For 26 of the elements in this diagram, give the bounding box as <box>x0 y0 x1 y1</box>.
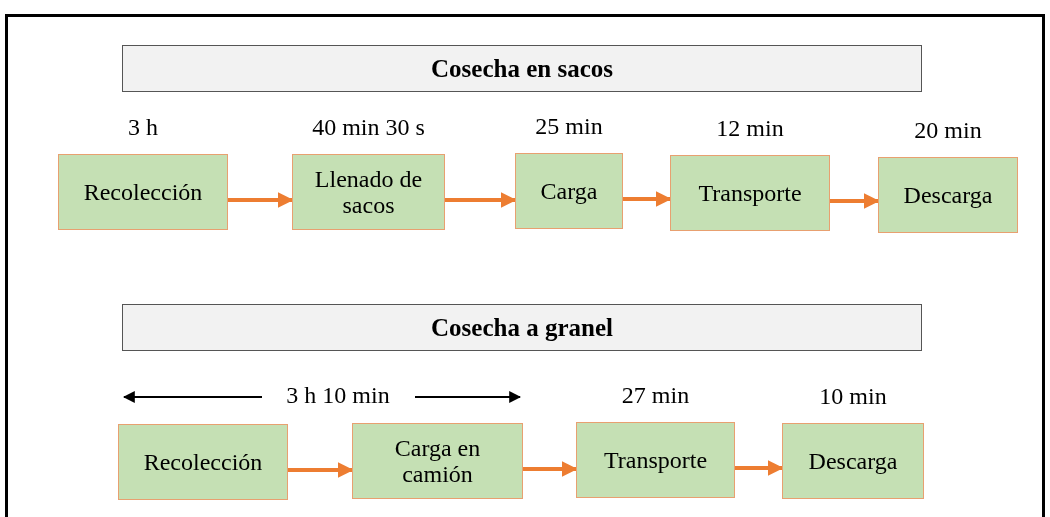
duration-label: 10 min <box>819 383 887 410</box>
duration-label: 40 min 30 s <box>312 114 425 141</box>
process-box: Descarga <box>878 157 1018 233</box>
arrow <box>830 193 880 209</box>
duration-label: 12 min <box>716 115 784 142</box>
arrow <box>228 192 294 208</box>
duration-label: 25 min <box>535 113 603 140</box>
process-box: Transporte <box>670 155 830 231</box>
duration-label: 20 min <box>914 117 982 144</box>
process-box: Carga <box>515 153 623 229</box>
duration-label: 3 h 10 min <box>286 382 390 409</box>
process-box: Descarga <box>782 423 924 499</box>
arrow <box>735 460 784 476</box>
process-box: Recolección <box>58 154 228 230</box>
process-box: Llenado de sacos <box>292 154 445 230</box>
arrow <box>523 461 578 477</box>
arrow <box>623 191 672 207</box>
arrow <box>445 192 517 208</box>
process-box: Transporte <box>576 422 735 498</box>
duration-label: 3 h <box>128 114 158 141</box>
duration-label: 27 min <box>621 382 690 409</box>
section-header-band: Cosecha en sacos <box>122 45 922 92</box>
process-box: Carga en camión <box>352 423 523 499</box>
arrow <box>288 462 354 478</box>
process-box: Recolección <box>118 424 288 500</box>
section-header-band: Cosecha a granel <box>122 304 922 351</box>
